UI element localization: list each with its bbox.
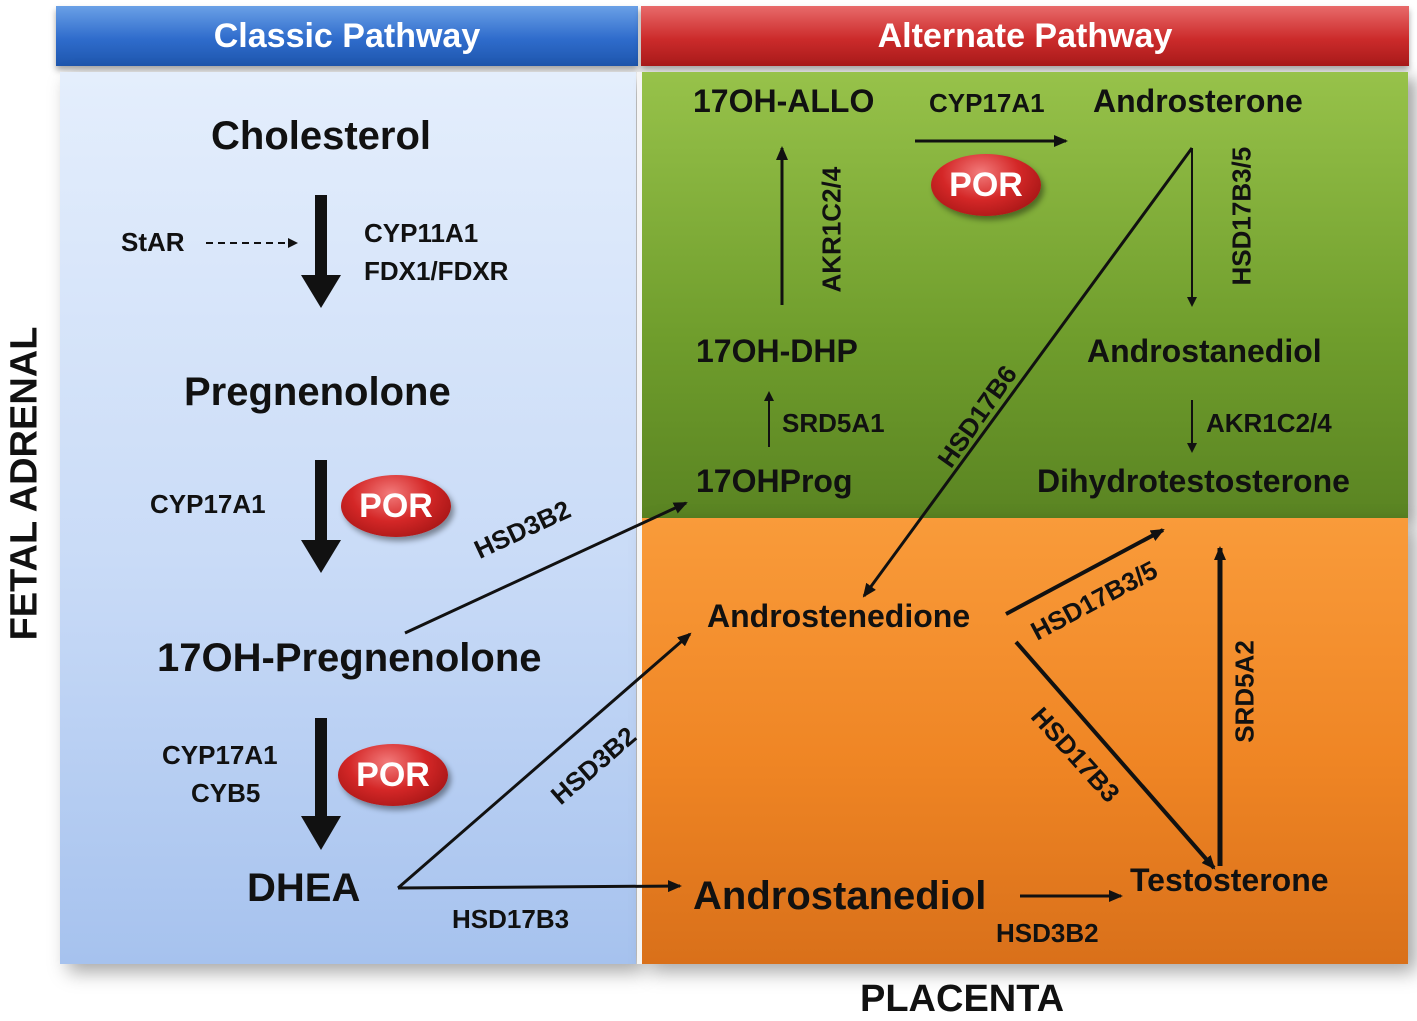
cholesterol-label: Cholesterol xyxy=(211,114,432,158)
cyb5-label: CYB5 xyxy=(191,778,261,808)
hsd17b35-vertical-label: HSD17B3/5 xyxy=(1226,146,1257,286)
fetal-adrenal-label: FETAL ADRENAL xyxy=(3,326,46,641)
alternate-adrenal-panel xyxy=(642,72,1408,518)
pregnenolone-label: Pregnenolone xyxy=(184,370,451,414)
srd5a1-label: SRD5A1 xyxy=(782,408,885,438)
cyp17a1-label-lower: CYP17A1 xyxy=(162,740,278,770)
star-label: StAR xyxy=(121,227,185,257)
panel-divider xyxy=(637,72,642,964)
placenta-label: PLACENTA xyxy=(860,978,1065,1020)
17oh-allo-label: 17OH-ALLO xyxy=(693,83,875,119)
srd5a2-label: SRD5A2 xyxy=(1229,640,1260,743)
17oh-pregnenolone-label: 17OH-Pregnenolone xyxy=(157,636,542,680)
17ohprog-label: 17OHProg xyxy=(696,463,853,499)
cyp11a1-label: CYP11A1 xyxy=(364,218,479,248)
androstanediol-placenta-label: Androstanediol xyxy=(693,874,987,918)
hsd3b2-label-placenta: HSD3B2 xyxy=(996,918,1099,948)
por-badge-upper: POR xyxy=(341,475,451,537)
hsd17b3-label-dhea: HSD17B3 xyxy=(452,904,570,934)
akr1c24-vertical-label: AKR1C2/4 xyxy=(816,166,847,293)
classic-pathway-header: Classic Pathway xyxy=(56,6,638,66)
androstenedione-label: Androstenedione xyxy=(707,598,971,634)
androsterone-label: Androsterone xyxy=(1093,83,1303,119)
dihydrotestosterone-label: Dihydrotestosterone xyxy=(1037,463,1350,499)
cyp17a1-label-upper: CYP17A1 xyxy=(150,489,266,519)
akr1c24-label: AKR1C2/4 xyxy=(1206,408,1332,438)
17oh-dhp-label: 17OH-DHP xyxy=(696,333,858,369)
alternate-pathway-header: Alternate Pathway xyxy=(641,6,1409,66)
testosterone-label: Testosterone xyxy=(1130,862,1329,898)
cyp17a1-label-alt: CYP17A1 xyxy=(929,88,1045,118)
por-badge-lower: POR xyxy=(338,744,448,806)
fdx-label: FDX1/FDXR xyxy=(364,256,509,286)
androstanediol-adrenal-label: Androstanediol xyxy=(1087,333,1322,369)
dhea-label: DHEA xyxy=(247,866,361,910)
por-badge-alt: POR xyxy=(931,154,1041,216)
